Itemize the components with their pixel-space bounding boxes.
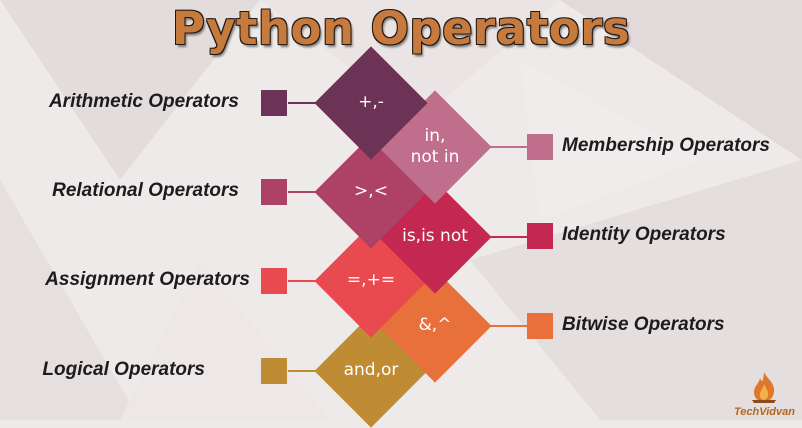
label-logical: Logical Operators: [42, 359, 205, 380]
color-square-logical: [261, 358, 287, 384]
symbols-membership-line1: in,: [424, 126, 446, 146]
label-bitwise: Bitwise Operators: [562, 314, 725, 335]
connector-line-identity: [460, 236, 528, 238]
symbols-arithmetic: +,-: [358, 92, 384, 112]
symbols-membership-line2: not in: [410, 147, 460, 167]
color-square-membership: [527, 134, 553, 160]
symbols-relational: >,<: [354, 181, 388, 201]
symbols-bitwise: &,^: [418, 315, 452, 335]
symbols-assignment: =,+=: [346, 270, 396, 290]
label-arithmetic: Arithmetic Operators: [48, 91, 239, 112]
connector-line-membership: [460, 146, 528, 148]
color-square-bitwise: [527, 313, 553, 339]
flame-icon: [752, 372, 776, 403]
label-membership: Membership Operators: [562, 135, 770, 156]
symbols-identity: is,is not: [402, 226, 468, 246]
color-square-arithmetic: [261, 90, 287, 116]
connector-line-bitwise: [460, 325, 528, 327]
brand-logo: TechVidvan: [734, 370, 795, 418]
symbols-membership: in, not in: [375, 126, 495, 168]
label-relational: Relational Operators: [52, 180, 239, 201]
label-identity: Identity Operators: [562, 224, 726, 245]
color-square-identity: [527, 223, 553, 249]
page-title: Python Operators: [171, 2, 631, 55]
label-assignment: Assignment Operators: [45, 269, 250, 290]
symbols-logical: and,or: [343, 360, 399, 380]
brand-name: TechVidvan: [734, 406, 795, 418]
color-square-assignment: [261, 268, 287, 294]
color-square-relational: [261, 179, 287, 205]
